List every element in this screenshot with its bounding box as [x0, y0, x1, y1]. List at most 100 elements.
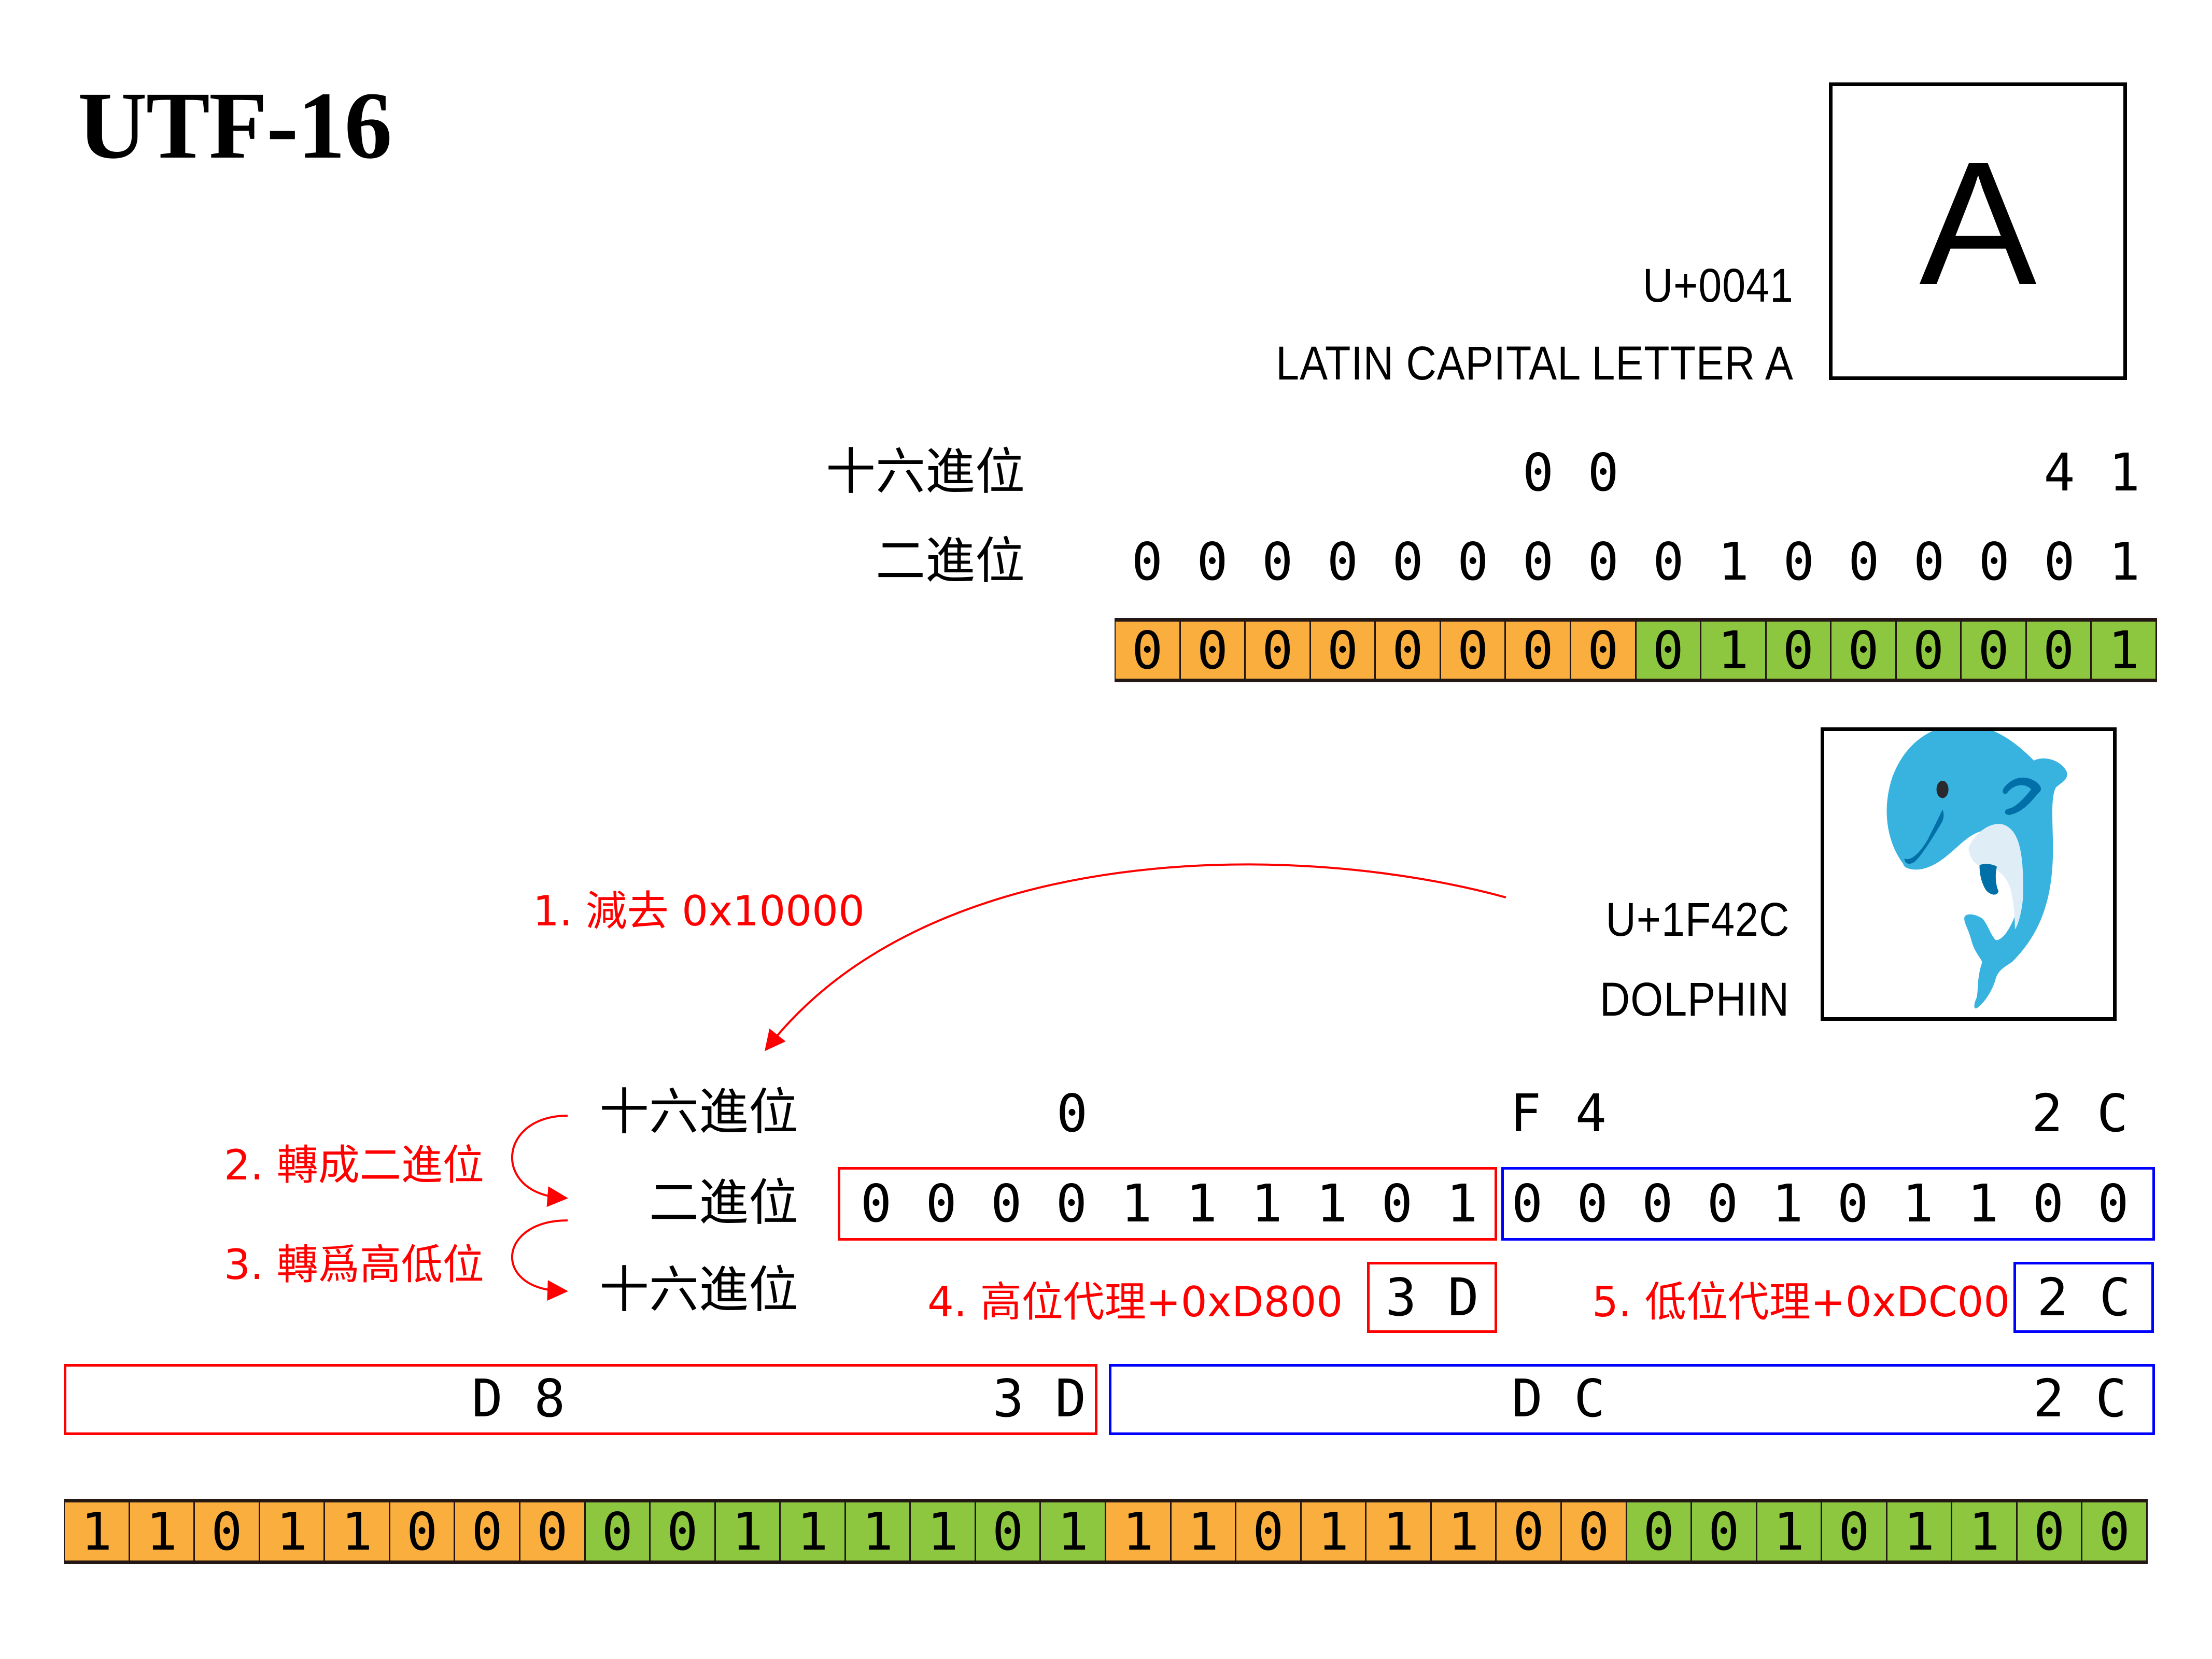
hex-digit: F [1510, 1083, 1542, 1144]
hex-label-dolphin-2: 十六進位 [599, 1261, 798, 1319]
bit-cell: 0 [1962, 620, 2027, 681]
bit-cell: 0 [1627, 1501, 1693, 1562]
low-surrogate-hi: D C [1511, 1368, 1605, 1429]
bin-label-a: 二進位 [876, 532, 1025, 590]
binary-digit: 0 [1837, 1173, 1869, 1234]
bit-cell: 1 [1301, 1501, 1367, 1562]
bit-cell: 0 [1561, 1501, 1627, 1562]
hex-digit: 4 [2044, 442, 2075, 503]
bit-cell: 0 [2082, 1501, 2148, 1562]
bit-cell: 1 [911, 1501, 976, 1562]
bit-cell: 0 [976, 1501, 1041, 1562]
bit-cell: 1 [715, 1501, 781, 1562]
bit-cell: 1 [130, 1501, 195, 1562]
bit-cell: 1 [1952, 1501, 2018, 1562]
bit-cell: 0 [1236, 1501, 1302, 1562]
hex-digit: 0 [1522, 442, 1554, 503]
bit-cell: 0 [1116, 620, 1181, 681]
bit-cell: 0 [2017, 1501, 2083, 1562]
bit-cell: 0 [1692, 1501, 1757, 1562]
hex-label-a: 十六進位 [826, 443, 1025, 501]
binary-digit: 1 [1121, 1173, 1152, 1234]
bit-cell: 0 [585, 1501, 651, 1562]
binary-digit: 0 [1978, 531, 2010, 592]
hex-digit: C [2096, 1083, 2129, 1144]
step2-label: 2. 轉成二進位 [224, 1141, 484, 1189]
binary-digit: 1 [1772, 1173, 1804, 1234]
bit-cell: 1 [2092, 620, 2157, 681]
bit-cell: 1 [1887, 1501, 1953, 1562]
bit-cell: 1 [325, 1501, 390, 1562]
bit-cell: 1 [1431, 1501, 1497, 1562]
hex-digit: 4 [1575, 1083, 1607, 1144]
bit-cell: 0 [1180, 620, 1246, 681]
binary-digit: 1 [2109, 531, 2140, 592]
char-name-a: LATIN CAPITAL LETTER A [1276, 337, 1794, 390]
hex-digit: 0 [1587, 442, 1619, 503]
step4-label: 4. 高位代理+0xD800 [927, 1278, 1343, 1326]
glyph-box-dolphin [1821, 727, 2117, 1021]
binary-digit: 1 [1446, 1173, 1478, 1234]
high-surrogate-hi: D 8 [471, 1368, 566, 1429]
char-name-dolphin: DOLPHIN [1599, 973, 1790, 1026]
binary-digit: 0 [1131, 531, 1163, 592]
binary-digit: 0 [2032, 1173, 2064, 1234]
bit-cell: 0 [2026, 620, 2092, 681]
binary-digit: 0 [1457, 531, 1489, 592]
bit-cell: 0 [1497, 1501, 1562, 1562]
bit-cell: 1 [1757, 1501, 1823, 1562]
step3-label: 3. 轉爲高低位 [224, 1241, 484, 1289]
bit-cell: 0 [1571, 620, 1637, 681]
bit-cell: 1 [1366, 1501, 1432, 1562]
binary-digit: 0 [1653, 531, 1684, 592]
low-surrogate-lo: 2 C [2033, 1368, 2127, 1429]
step3-arrow [511, 1219, 568, 1301]
codepoint-dolphin: U+1F42C [1605, 893, 1790, 946]
binary-digit: 0 [2097, 1173, 2129, 1234]
bit-cell: 1 [1041, 1501, 1106, 1562]
binary-digit: 0 [1511, 1173, 1543, 1234]
bit-cell: 0 [520, 1501, 586, 1562]
bit-cell: 0 [651, 1501, 716, 1562]
page-title: UTF-16 [78, 73, 392, 179]
high-ten-bits-box [838, 1167, 1497, 1241]
binary-digit: 1 [1316, 1173, 1348, 1234]
binary-digit: 1 [1967, 1173, 1999, 1234]
bit-cell: 1 [781, 1501, 846, 1562]
codepoint-a: U+0041 [1642, 259, 1794, 312]
bit-cell: 0 [1441, 620, 1506, 681]
step1-arrow [765, 863, 1506, 1051]
binary-digit: 0 [991, 1173, 1022, 1234]
binary-digit: 1 [1902, 1173, 1934, 1234]
bit-cell: 0 [390, 1501, 456, 1562]
bit-cell: 0 [1311, 620, 1376, 681]
binary-digit: 1 [1186, 1173, 1218, 1234]
bit-cell: 1 [1171, 1501, 1237, 1562]
binary-digit: 1 [1251, 1173, 1283, 1234]
binary-digit: 0 [1327, 531, 1359, 592]
hex-digit: 0 [1056, 1083, 1088, 1144]
binary-digit: 0 [1848, 531, 1880, 592]
high-surrogate-box [64, 1364, 1097, 1435]
step5-label: 5. 低位代理+0xDC00 [1592, 1278, 2010, 1326]
step2-arrow [511, 1115, 568, 1207]
hex-label-dolphin-1: 十六進位 [599, 1083, 798, 1141]
binary-digit: 0 [1707, 1173, 1738, 1234]
high-surrogate-lo: 3 D [992, 1368, 1087, 1429]
binary-digit: 0 [1392, 531, 1424, 592]
binary-digit: 0 [1587, 531, 1619, 592]
binary-digit: 0 [925, 1173, 957, 1234]
bit-cell: 0 [195, 1501, 260, 1562]
binary-digit: 0 [1576, 1173, 1608, 1234]
low-surrogate-box [1109, 1364, 2155, 1435]
dolphin-icon [1886, 731, 2067, 1009]
binary-digit: 0 [1381, 1173, 1413, 1234]
binary-digit: 0 [1783, 531, 1814, 592]
binary-digit: 0 [1196, 531, 1228, 592]
bit-cell: 0 [1822, 1501, 1887, 1562]
bit-cell: 1 [846, 1501, 911, 1562]
hex-digit: 1 [2109, 442, 2140, 503]
